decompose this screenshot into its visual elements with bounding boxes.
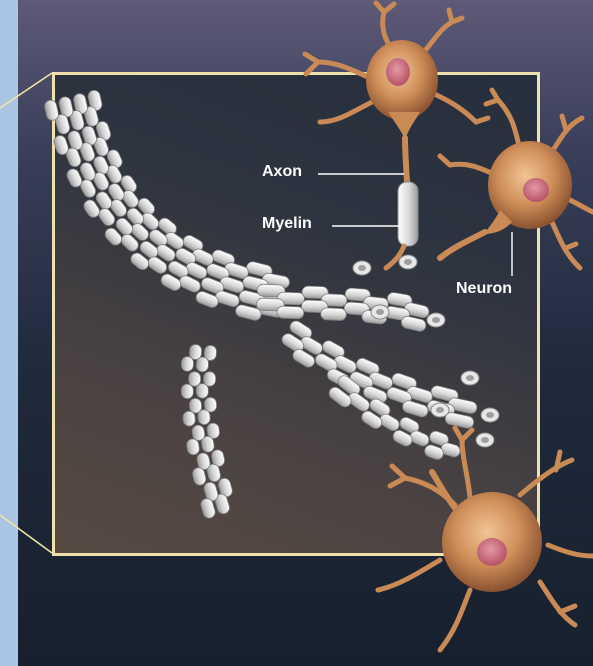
myelin-sheath-segment [189,398,202,413]
callout-line-top [0,73,52,108]
axon-core [432,317,440,323]
neuron-label: Neuron [456,280,512,298]
myelin-label: Myelin [262,215,312,233]
callout-line-bottom [0,515,52,553]
axon-core [486,412,494,418]
axon-core [481,437,489,443]
myelin-sheath-segment [43,99,59,121]
myelin-sheath-segment [277,306,304,319]
neuron-top [305,3,488,140]
myelin-sheath-segment [182,411,195,427]
zoom-callout-lines [0,73,52,553]
neuron-nucleus [523,178,549,202]
myelin-sheath-segment [320,308,346,321]
myelin-sheath-segment [444,411,475,429]
neuron-bottom [378,428,593,650]
axon-core [466,375,474,381]
myelin-sheath-segment [181,384,193,399]
myelin-sheath-segment [189,372,201,387]
axon-label: Axon [262,163,302,181]
axon-core [436,407,444,413]
neuron-nucleus [386,58,410,86]
neuron-nucleus [477,538,507,566]
myelin-sheath-segment [181,356,194,371]
myelinated-nerve-bundle [43,89,499,519]
axon-core [376,309,384,315]
axon-top-neuron [405,138,407,182]
axon-right-neuron [440,232,485,258]
myelin-segment [398,182,418,246]
axon-core [404,259,412,265]
axon-core [358,265,366,271]
